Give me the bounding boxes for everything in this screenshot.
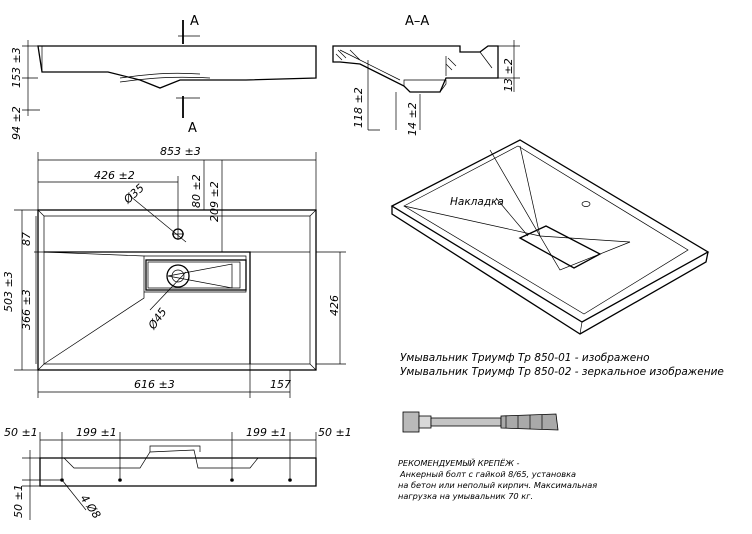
section-title: A–A bbox=[405, 14, 429, 29]
dim-503: 503 ±3 bbox=[2, 271, 15, 312]
dim-d35: Ø35 bbox=[121, 181, 147, 206]
dim-14: 14 ±2 bbox=[406, 102, 419, 136]
dim-616: 616 ±3 bbox=[134, 378, 175, 391]
overlay-label: Накладка bbox=[450, 196, 504, 208]
plan-view bbox=[14, 152, 346, 398]
dim-87: 87 bbox=[20, 232, 33, 246]
section-view bbox=[332, 40, 520, 131]
section-mark-bottom: A bbox=[188, 121, 197, 136]
isometric-view bbox=[390, 139, 710, 335]
dim-366: 366 ±3 bbox=[20, 289, 33, 330]
bottom-view bbox=[22, 432, 317, 520]
dim-426-width: 426 ±2 bbox=[94, 169, 135, 182]
dim-50-left: 50 ±1 bbox=[4, 426, 38, 439]
section-mark-top: A bbox=[190, 14, 199, 29]
front-view bbox=[22, 20, 317, 118]
fastener-line-2: на бетон или неполый кирпич. Максимальна… bbox=[398, 480, 597, 490]
dim-199-right: 199 ±1 bbox=[246, 426, 287, 439]
fastener-title: РЕКОМЕНДУЕМЫЙ КРЕПЁЖ - bbox=[398, 457, 519, 468]
dim-426-height: 426 bbox=[328, 295, 341, 316]
dim-d45: Ø45 bbox=[145, 306, 169, 333]
dim-153: 153 ±3 bbox=[10, 47, 23, 88]
fastener-line-1: Анкерный болт с гайкой 8/65, установка bbox=[399, 469, 576, 479]
dim-94: 94 ±2 bbox=[10, 106, 23, 140]
caption-line-2: Умывальник Триумф Тр 850-02 - зеркальное… bbox=[400, 366, 724, 378]
fastener-line-3: нагрузка на умывальник 70 кг. bbox=[398, 491, 533, 501]
dim-80: 80 ±2 bbox=[190, 174, 203, 208]
dim-118: 118 ±2 bbox=[352, 87, 365, 128]
dim-50-vertical: 50 ±1 bbox=[12, 484, 25, 518]
caption-line-1: Умывальник Триумф Тр 850-01 - изображено bbox=[400, 352, 650, 364]
dim-13: 13 ±2 bbox=[502, 58, 515, 92]
dim-853: 853 ±3 bbox=[160, 145, 201, 158]
anchor-bolt-icon bbox=[402, 411, 559, 433]
dim-50-right: 50 ±1 bbox=[318, 426, 352, 439]
dim-199-left: 199 ±1 bbox=[76, 426, 117, 439]
dim-4-d8: 4 Ø8 bbox=[78, 492, 104, 521]
dim-157: 157 bbox=[270, 378, 291, 391]
dim-209: 209 ±2 bbox=[208, 181, 221, 222]
